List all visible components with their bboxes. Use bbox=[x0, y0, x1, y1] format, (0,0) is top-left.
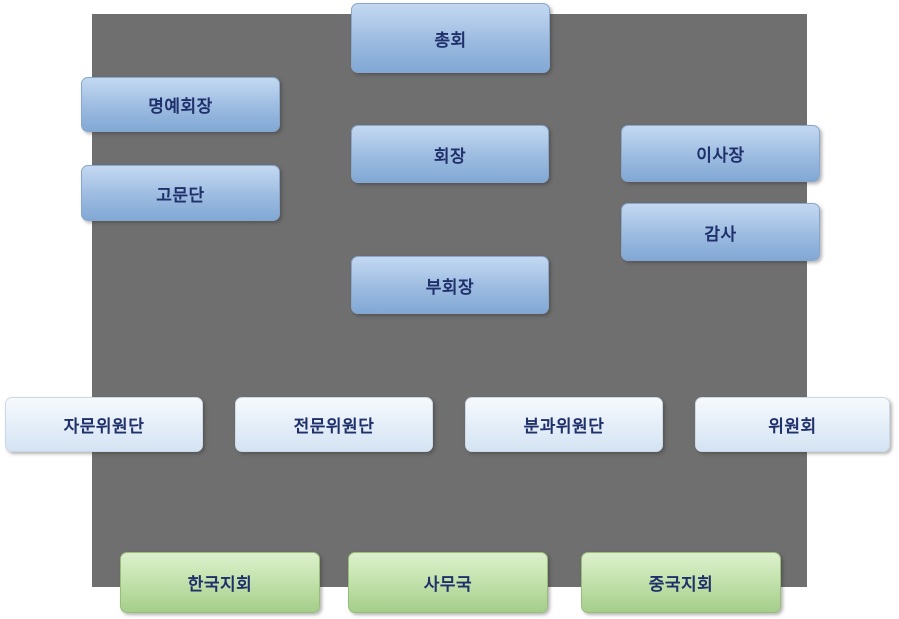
node-label: 감사 bbox=[704, 224, 737, 244]
node-committee: 위원회 bbox=[695, 397, 890, 452]
node-china-branch: 중국지회 bbox=[581, 552, 781, 613]
node-label: 총회 bbox=[434, 30, 467, 50]
node-chairman: 회장 bbox=[351, 125, 549, 183]
node-label: 중국지회 bbox=[648, 575, 714, 594]
node-korea-branch: 한국지회 bbox=[120, 552, 320, 613]
node-auditor: 감사 bbox=[621, 203, 820, 261]
node-advisory-group: 고문단 bbox=[81, 165, 280, 221]
node-subcommittee: 분과위원단 bbox=[465, 397, 663, 452]
node-secretariat: 사무국 bbox=[348, 552, 548, 613]
node-label: 사무국 bbox=[423, 575, 473, 594]
node-board-chairman: 이사장 bbox=[621, 125, 820, 182]
node-label: 고문단 bbox=[156, 185, 205, 205]
node-expert-committee: 전문위원단 bbox=[235, 397, 433, 452]
node-vice-chairman: 부회장 bbox=[351, 256, 549, 314]
node-label: 부회장 bbox=[425, 277, 475, 297]
node-honorary-chairman: 명예회장 bbox=[81, 77, 280, 132]
node-label: 회장 bbox=[433, 146, 467, 166]
node-label: 위원회 bbox=[768, 417, 817, 436]
node-advisory-committee: 자문위원단 bbox=[5, 397, 203, 452]
node-label: 전문위원단 bbox=[293, 417, 375, 436]
node-label: 한국지회 bbox=[187, 575, 253, 594]
node-label: 이사장 bbox=[696, 146, 745, 165]
node-label: 분과위원단 bbox=[523, 417, 605, 436]
node-general-assembly: 총회 bbox=[351, 3, 550, 73]
node-label: 명예회장 bbox=[148, 97, 213, 116]
node-label: 자문위원단 bbox=[63, 417, 145, 436]
